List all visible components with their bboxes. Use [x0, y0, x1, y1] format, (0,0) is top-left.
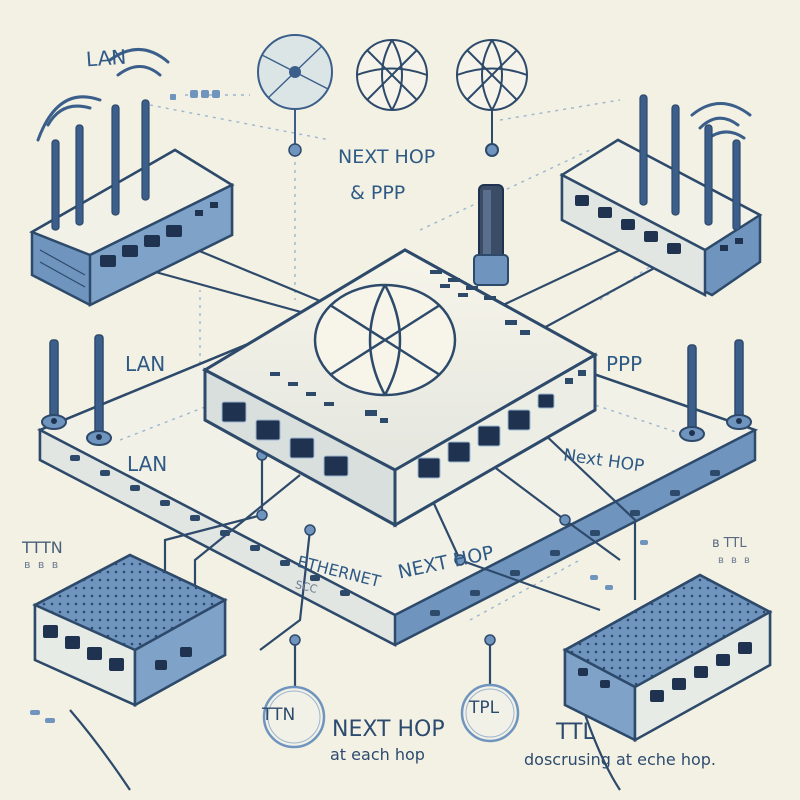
antenna-icon [473, 184, 509, 286]
router-top-left [29, 99, 235, 308]
label-next-hop-bottom: NEXT HOP [332, 717, 445, 742]
label-lan-lower-left: LAN [127, 452, 168, 476]
switch-lower-right [562, 573, 773, 743]
router-top-right [559, 94, 763, 298]
label-ttl-bottom: TTL [556, 720, 595, 745]
tpl-badge-icon [460, 683, 520, 743]
label-at-each-hop: at each hop [330, 745, 425, 764]
label-ttn-bottom: TTN [262, 705, 296, 725]
router-central [201, 248, 599, 528]
antenna-icon [41, 334, 112, 446]
ethernet-port-icon [578, 642, 752, 702]
label-tpl-bottom: TPL [469, 698, 500, 718]
antenna-icon [679, 339, 752, 442]
globe-icon [313, 283, 457, 397]
label-discussing: doscrusing at eche hop. [524, 750, 717, 769]
switch-lower-left [32, 553, 228, 708]
label-ttl-right: ʙ TTL [712, 536, 747, 551]
label-ppp-mid-right: PPP [606, 352, 643, 376]
ethernet-port-icon [43, 625, 192, 671]
label-lan-mid-left: LAN [125, 352, 166, 376]
decorative-dashes [30, 540, 648, 723]
globe-icon [257, 34, 333, 157]
label-lan-top-left: LAN [85, 44, 128, 72]
ethernet-port-icon [221, 393, 555, 479]
label-ttn-left: TTTN [22, 538, 63, 557]
label-ttn-left-sub: ʙ ʙ ʙ [24, 558, 61, 571]
globe-icon [356, 39, 428, 111]
ttn-badge-icon [262, 685, 326, 749]
label-next-hop-top: NEXT HOP [338, 146, 436, 168]
label-ppp-top: & PPP [350, 182, 406, 204]
globe-icon [456, 39, 528, 157]
wifi-dots-icon [170, 90, 220, 100]
wifi-waves-icon [36, 48, 752, 142]
label-ttl-right-sub: ʙ ʙ ʙ [718, 555, 752, 566]
